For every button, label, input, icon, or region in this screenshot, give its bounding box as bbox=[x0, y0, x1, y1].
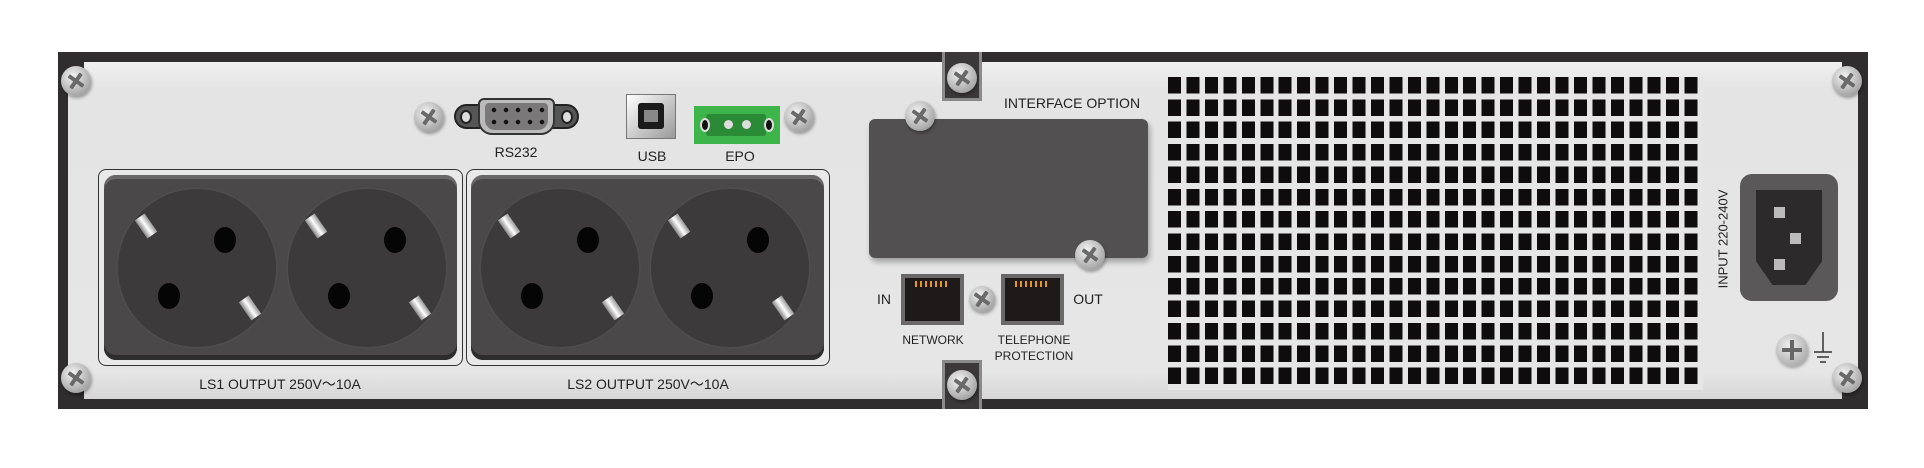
screw-icon bbox=[784, 102, 814, 132]
ground-icon bbox=[1814, 332, 1832, 363]
plus-icon bbox=[1782, 340, 1802, 360]
screw-icon bbox=[1832, 363, 1862, 393]
usb-port[interactable] bbox=[626, 94, 676, 139]
screw-icon bbox=[969, 286, 995, 312]
screw-icon bbox=[905, 101, 935, 131]
epo-label: EPO bbox=[725, 148, 755, 164]
screw-icon bbox=[61, 66, 91, 96]
rs232-port[interactable] bbox=[454, 98, 579, 135]
iec-power-inlet[interactable] bbox=[1740, 174, 1838, 301]
ground-screw bbox=[1776, 334, 1808, 366]
screw-icon bbox=[1075, 240, 1105, 270]
schuko-outlet[interactable] bbox=[479, 187, 641, 349]
ls1-output-label: LS1 OUTPUT 250V〜10A bbox=[199, 376, 361, 392]
usb-label: USB bbox=[637, 148, 667, 164]
out-label: OUT bbox=[1073, 291, 1103, 307]
schuko-outlet[interactable] bbox=[286, 187, 448, 349]
screw-icon bbox=[414, 102, 444, 132]
interface-option-slot[interactable] bbox=[869, 119, 1148, 258]
telephone-out-port[interactable] bbox=[1001, 274, 1064, 325]
screw-icon bbox=[947, 370, 977, 400]
schuko-outlet[interactable] bbox=[649, 187, 811, 349]
network-label: NETWORK bbox=[902, 333, 964, 347]
interface-option-label: INTERFACE OPTION bbox=[1003, 95, 1141, 111]
telephone-label: TELEPHONE bbox=[997, 333, 1071, 347]
ventilation-grille bbox=[1168, 77, 1703, 390]
rs232-label: RS232 bbox=[494, 144, 538, 160]
in-label: IN bbox=[877, 291, 891, 307]
input-voltage-label: INPUT 220-240V bbox=[1715, 189, 1731, 289]
screw-icon bbox=[947, 63, 977, 93]
epo-connector[interactable] bbox=[694, 106, 780, 144]
screw-icon bbox=[1832, 66, 1862, 96]
screw-icon bbox=[61, 363, 91, 393]
ls2-output-label: LS2 OUTPUT 250V〜10A bbox=[567, 376, 729, 392]
schuko-outlet[interactable] bbox=[116, 187, 278, 349]
protection-label: PROTECTION bbox=[994, 349, 1074, 363]
network-in-port[interactable] bbox=[901, 274, 964, 325]
